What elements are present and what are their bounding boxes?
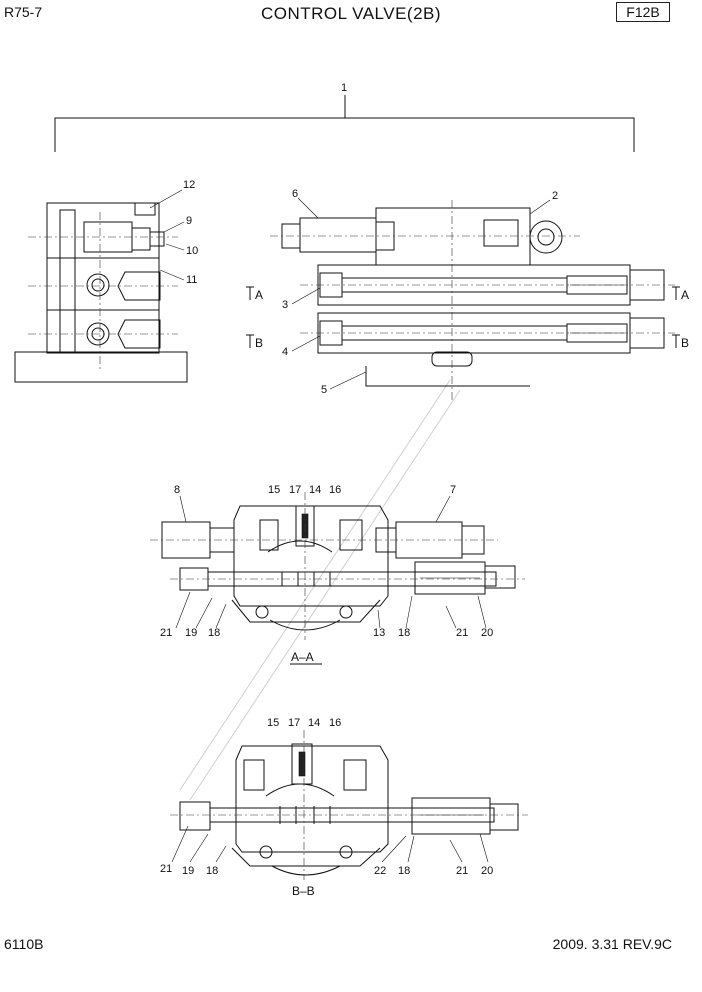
callout-bb-18-right: 18	[398, 865, 411, 877]
section-mark-a-left: A	[255, 288, 264, 302]
callout-aa-21-left: 21	[160, 627, 173, 639]
callout-bb-14: 14	[308, 717, 321, 729]
section-mark-b-right: B	[681, 336, 690, 350]
watermark	[179, 379, 461, 801]
section-b-b-label: B–B	[292, 884, 315, 898]
section-a-a-drawing	[150, 492, 525, 640]
model-label: R75-7	[4, 4, 43, 20]
callout-8: 8	[174, 484, 181, 496]
callout-4: 4	[282, 346, 289, 358]
callout-3: 3	[282, 299, 289, 311]
callout-aa-14: 14	[309, 484, 322, 496]
callout-11: 11	[186, 274, 198, 286]
callout-bb-16: 16	[329, 717, 342, 729]
callout-aa-18-right: 18	[398, 627, 411, 639]
callout-aa-16: 16	[329, 484, 342, 496]
page-code-box: F12B	[616, 2, 670, 22]
callout-bb-22: 22	[374, 865, 387, 877]
callout-bb-21-right: 21	[456, 865, 469, 877]
callout-2: 2	[552, 190, 559, 202]
section-mark-b-left: B	[255, 336, 264, 350]
section-a-a-label: A–A	[291, 650, 314, 664]
callout-bb-18-left: 18	[206, 865, 219, 877]
section-b-b-drawing	[170, 730, 528, 880]
section-mark-a-right: A	[681, 288, 690, 302]
callout-7: 7	[450, 484, 457, 496]
callout-aa-18-left: 18	[208, 627, 221, 639]
callout-aa-21-right: 21	[456, 627, 469, 639]
page-title: CONTROL VALVE(2B)	[260, 4, 442, 23]
callout-bb-17: 17	[288, 717, 301, 729]
assembly-bracket	[54, 95, 635, 152]
callout-aa-15: 15	[268, 484, 281, 496]
side-view	[14, 202, 188, 383]
top-view	[270, 200, 675, 400]
callout-13: 13	[373, 627, 386, 639]
callout-9: 9	[186, 215, 193, 227]
callout-aa-17: 17	[289, 484, 302, 496]
callout-aa-19: 19	[185, 627, 198, 639]
callout-bb-19: 19	[182, 865, 195, 877]
callout-bb-15: 15	[267, 717, 280, 729]
callout-bb-21-left: 21	[160, 863, 173, 875]
callout-10: 10	[186, 245, 199, 257]
callout-12: 12	[183, 179, 196, 191]
section-markers	[246, 286, 680, 348]
callout-6: 6	[292, 188, 299, 200]
callout-1: 1	[341, 82, 348, 94]
callout-bb-20: 20	[481, 865, 494, 877]
doc-number: 6110B	[4, 936, 44, 952]
callout-aa-20: 20	[481, 627, 494, 639]
callout-5: 5	[321, 384, 328, 396]
revision-date: 2009. 3.31 REV.9C	[552, 936, 672, 952]
leader-lines	[149, 189, 551, 863]
